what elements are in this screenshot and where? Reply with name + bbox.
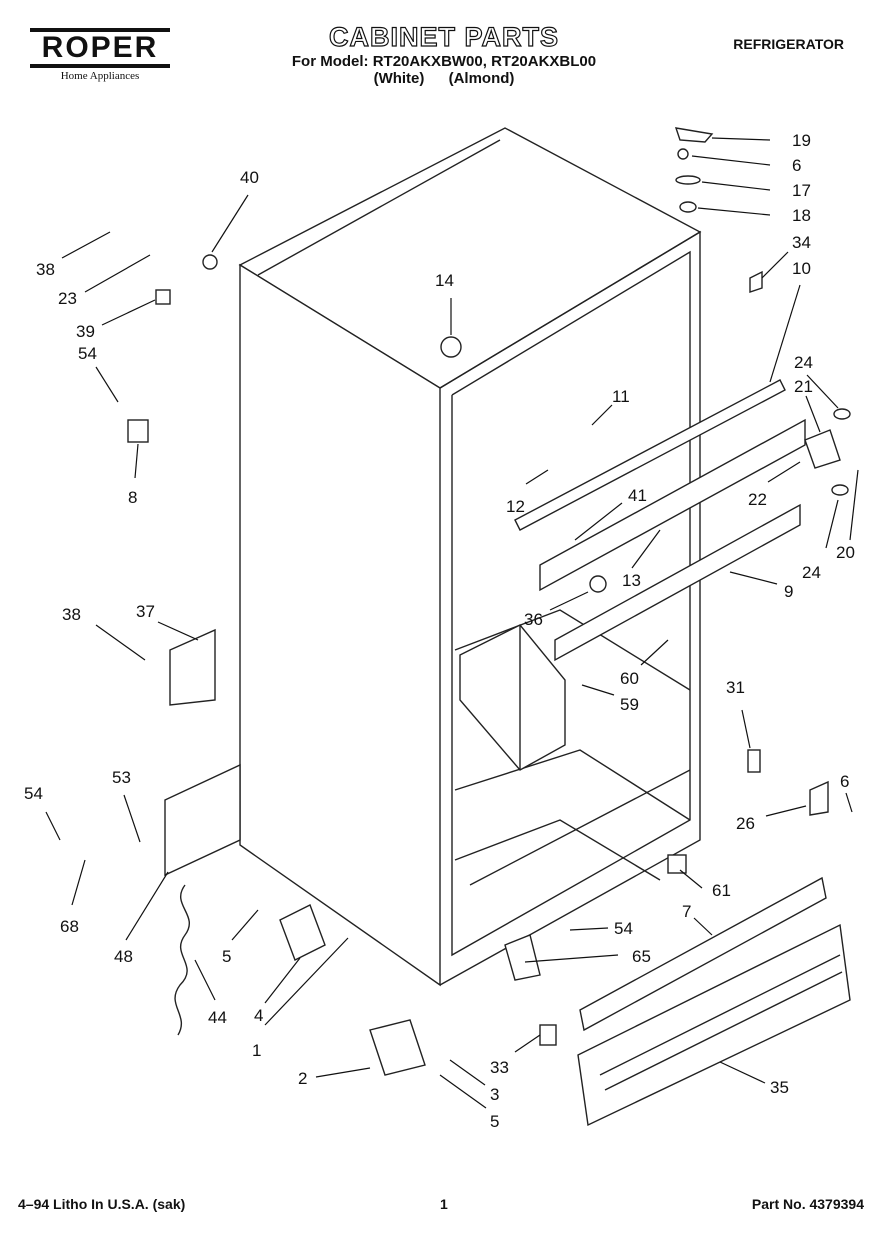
- grille-slot-row: [599, 954, 841, 1076]
- interior-floor: [454, 749, 691, 821]
- callout-12: 12: [506, 497, 525, 516]
- screw-6-top: [677, 148, 689, 160]
- hinge-21: [804, 429, 841, 469]
- washer-24-bottom: [831, 484, 849, 496]
- callout-53: 53: [112, 768, 131, 787]
- bracket-8: [127, 419, 149, 443]
- plug-34: [749, 270, 763, 293]
- category-label: REFRIGERATOR: [733, 36, 844, 52]
- callout-41: 41: [628, 486, 647, 505]
- callout-17: 17: [792, 181, 811, 200]
- callout-19: 19: [792, 131, 811, 150]
- washer-24-top: [833, 408, 851, 420]
- footer-part-number: Part No. 4379394: [751, 1196, 864, 1212]
- roller-bracket-2: [369, 1019, 426, 1076]
- callout-38: 38: [36, 260, 55, 279]
- callout-21: 21: [794, 377, 813, 396]
- callout-24-top: 24: [794, 353, 813, 372]
- back-panel-48: [164, 763, 241, 877]
- footer-page-number: 1: [440, 1196, 448, 1212]
- callout-22: 22: [748, 490, 767, 509]
- callout-numbers: 19 6 17 18 34 10 40 14 38 23 39 54 8 11 …: [24, 131, 855, 1131]
- grille-slot-row: [604, 971, 843, 1091]
- shim-61: [667, 854, 687, 874]
- callout-65: 65: [632, 947, 651, 966]
- callout-8: 8: [128, 488, 137, 507]
- callout-61: 61: [712, 881, 731, 900]
- kick-strip-7: [579, 876, 827, 1032]
- callout-10: 10: [792, 259, 811, 278]
- callout-9: 9: [784, 582, 793, 601]
- interior-back: [454, 609, 691, 691]
- callout-5: 5: [222, 947, 231, 966]
- callout-14: 14: [435, 271, 454, 290]
- rail-13: [539, 418, 806, 592]
- callout-2: 2: [298, 1069, 307, 1088]
- brand-logo-text: ROPER: [30, 28, 170, 68]
- plug-14: [440, 336, 462, 358]
- roper-logo: ROPER Home Appliances: [30, 28, 170, 82]
- callout-11: 11: [612, 387, 630, 406]
- interior-floor-rib: [454, 819, 661, 881]
- clip-33: [539, 1024, 557, 1046]
- rail-10: [514, 379, 786, 531]
- callout-26: 26: [736, 814, 755, 833]
- hinge-26: [809, 780, 829, 816]
- callout-18: 18: [792, 206, 811, 225]
- callout-23: 23: [58, 289, 77, 308]
- callout-34: 34: [792, 233, 811, 252]
- callout-13: 13: [622, 571, 641, 590]
- callout-54: 54: [78, 344, 97, 363]
- evaporator-housing: [459, 624, 566, 771]
- callout-6b: 6: [840, 772, 849, 791]
- callout-5b: 5: [490, 1112, 499, 1131]
- callout-37: 37: [136, 602, 155, 621]
- callout-54c: 54: [614, 919, 633, 938]
- callout-38b: 38: [62, 605, 81, 624]
- callout-1: 1: [252, 1041, 261, 1060]
- cabinet-drawing: [127, 127, 851, 1127]
- spacer-39: [155, 289, 171, 305]
- callout-35: 35: [770, 1078, 789, 1097]
- callout-54b: 54: [24, 784, 43, 803]
- callout-24-bottom: 24: [802, 563, 821, 582]
- callout-33: 33: [490, 1058, 509, 1077]
- floor-rail: [469, 769, 691, 886]
- brand-tagline: Home Appliances: [60, 70, 140, 82]
- callout-59: 59: [620, 695, 639, 714]
- leader-lines: [45, 137, 859, 1109]
- callout-60: 60: [620, 669, 639, 688]
- callout-6: 6: [792, 156, 801, 175]
- callout-20: 20: [836, 543, 855, 562]
- callout-48: 48: [114, 947, 133, 966]
- hinge-17: [675, 175, 701, 185]
- callout-36: 36: [524, 610, 543, 629]
- callout-4: 4: [254, 1006, 263, 1025]
- bracket-65: [504, 934, 541, 981]
- rail-9: [554, 503, 801, 662]
- callout-44: 44: [208, 1008, 227, 1027]
- callout-39: 39: [76, 322, 95, 341]
- top-edge-line: [257, 139, 501, 276]
- callout-68: 68: [60, 917, 79, 936]
- bracket-37: [169, 628, 216, 706]
- roller-bracket-4: [279, 904, 326, 961]
- cabinet-side: [239, 263, 441, 987]
- hinge-cover-19: [674, 127, 714, 143]
- grille-35: [577, 923, 851, 1127]
- bushing-18: [679, 201, 697, 213]
- shim-31: [747, 749, 761, 773]
- power-cord-44: [174, 884, 191, 1036]
- callout-7: 7: [682, 902, 691, 921]
- plug-36: [589, 575, 607, 593]
- footer-print-info: 4–94 Litho In U.S.A. (sak): [18, 1196, 186, 1212]
- callout-40: 40: [240, 168, 259, 187]
- callout-31: 31: [726, 678, 745, 697]
- cabinet-front-frame: [439, 230, 701, 986]
- callout-3: 3: [490, 1085, 499, 1104]
- roller-40: [202, 254, 218, 270]
